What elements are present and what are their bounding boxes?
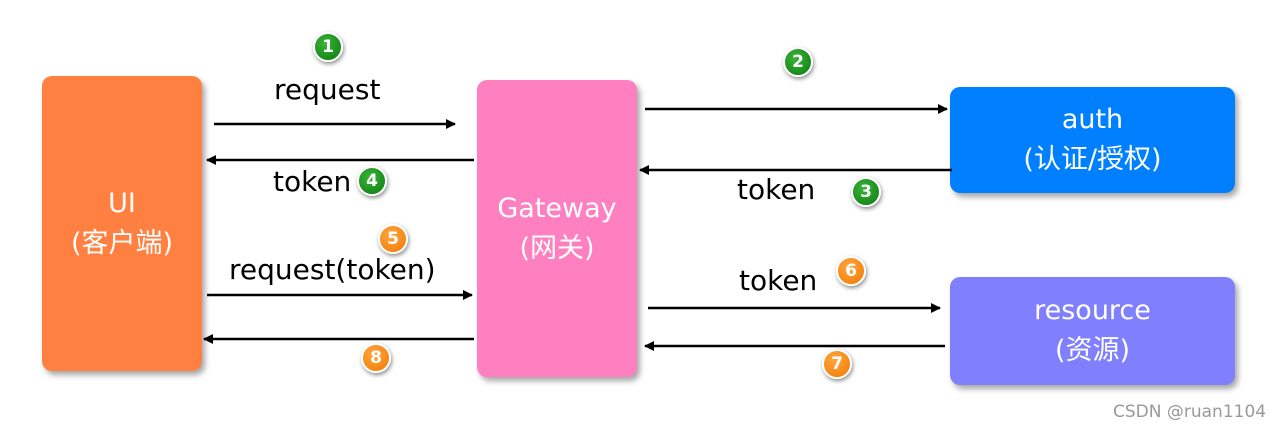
step-badge-5: 5 — [378, 224, 408, 254]
ui-node-title: UI — [108, 187, 136, 219]
label-token-from-auth: token — [737, 173, 816, 206]
auth-node-title: auth — [1061, 104, 1124, 135]
gateway-node: Gateway (网关) — [477, 80, 637, 377]
auth-node-subtitle: (认证/授权) — [1023, 144, 1162, 175]
step-badge-1: 1 — [313, 32, 343, 62]
label-request-token: request(token) — [229, 253, 436, 286]
step-badge-8: 8 — [361, 343, 391, 373]
label-token-to-ui: token — [273, 165, 352, 198]
step-badge-4: 4 — [357, 166, 387, 196]
ui-node-subtitle: (客户端) — [70, 227, 174, 259]
label-token-to-resource: token — [739, 264, 818, 297]
auth-node: auth (认证/授权) — [950, 87, 1235, 193]
resource-node-title: resource — [1034, 295, 1151, 326]
watermark-text: CSDN @ruan1104 — [1113, 402, 1267, 422]
resource-node: resource (资源) — [950, 277, 1235, 385]
step-badge-3: 3 — [851, 177, 881, 207]
step-badge-2: 2 — [783, 47, 813, 77]
gateway-node-subtitle: (网关) — [519, 232, 595, 264]
label-request: request — [274, 73, 381, 106]
ui-client-node: UI (客户端) — [42, 76, 202, 371]
resource-node-subtitle: (资源) — [1054, 335, 1131, 366]
gateway-node-title: Gateway — [497, 192, 617, 224]
step-badge-7: 7 — [822, 349, 852, 379]
step-badge-6: 6 — [836, 256, 866, 286]
